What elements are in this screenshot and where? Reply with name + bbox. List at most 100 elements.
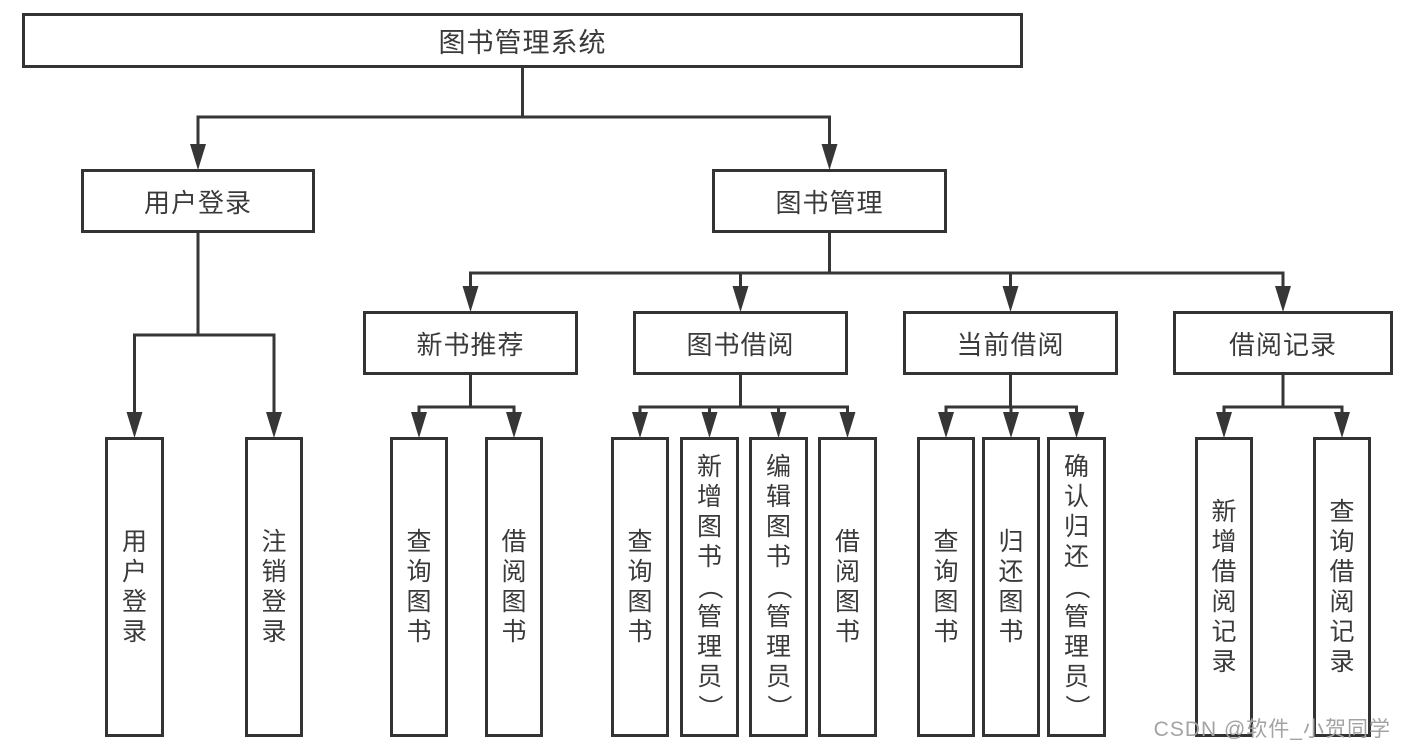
vertical-char: 归: [998, 528, 1024, 556]
node-label-leaf-query-books-current: 查询图书: [933, 440, 958, 734]
vertical-char: 确: [1063, 453, 1089, 481]
vertical-char: 书: [933, 618, 959, 646]
node-book-mgmt: 图书管理: [712, 169, 947, 233]
vertical-char: 理: [696, 633, 722, 661]
vertical-char: 管: [696, 603, 722, 631]
vertical-char: 管: [765, 603, 791, 631]
node-leaf-add-borrow-record: 新增借阅记录: [1195, 437, 1253, 737]
arrowhead: [1068, 412, 1085, 438]
node-current-borrow: 当前借阅: [903, 311, 1118, 375]
vertical-char: 阅: [834, 558, 860, 586]
arrowhead: [701, 412, 718, 438]
vertical-char: 户: [121, 558, 147, 586]
arrowhead: [1003, 412, 1019, 438]
node-leaf-edit-book-admin: 编辑图书（管理员）: [749, 437, 808, 737]
vertical-char: 登: [261, 588, 287, 616]
vertical-char: ）: [1062, 694, 1091, 720]
node-label-leaf-query-books-borrow: 查询图书: [627, 440, 652, 734]
node-label-current-borrow: 当前借阅: [956, 329, 1065, 360]
vertical-char: 记: [1329, 618, 1355, 646]
vertical-char: 注: [261, 528, 287, 556]
vertical-char: ）: [695, 694, 724, 720]
vertical-char: 借: [1329, 558, 1355, 586]
vertical-char: 还: [998, 558, 1024, 586]
node-label-leaf-add-borrow-record: 新增借阅记录: [1211, 440, 1236, 734]
vertical-char: 用: [121, 528, 147, 556]
node-new-book-rec: 新书推荐: [363, 311, 578, 375]
node-label-leaf-borrow-books: 借阅图书: [835, 440, 860, 734]
vertical-char: 图: [501, 588, 527, 616]
node-leaf-logout: 注销登录: [245, 437, 303, 737]
node-book-borrow: 图书借阅: [633, 311, 848, 375]
vertical-char: 书: [765, 543, 791, 571]
vertical-char: 书: [998, 618, 1024, 646]
arrowhead: [126, 412, 143, 438]
vertical-char: 询: [933, 558, 959, 586]
vertical-char: 图: [627, 588, 653, 616]
vertical-char: 书: [627, 618, 653, 646]
node-label-root: 图书管理系统: [438, 28, 607, 58]
node-label-borrow-records: 借阅记录: [1228, 329, 1337, 360]
arrowhead: [938, 412, 954, 438]
vertical-char: 查: [627, 528, 653, 556]
node-label-leaf-borrow-books-rec: 借阅图书: [501, 440, 526, 734]
vertical-char: 借: [501, 528, 527, 556]
node-label-leaf-logout: 注销登录: [261, 440, 286, 734]
node-label-book-mgmt: 图书管理: [775, 187, 884, 218]
vertical-char: 询: [627, 558, 653, 586]
node-leaf-borrow-books: 借阅图书: [818, 437, 877, 737]
vertical-char: 认: [1063, 483, 1089, 511]
arrowhead: [1334, 412, 1350, 438]
vertical-char: 图: [998, 588, 1024, 616]
vertical-char: 图: [406, 588, 432, 616]
vertical-char: 登: [121, 588, 147, 616]
vertical-char: 员: [696, 663, 722, 691]
vertical-char: ）: [764, 694, 793, 720]
node-root: 图书管理系统: [22, 13, 1023, 68]
vertical-char: 书: [501, 618, 527, 646]
vertical-char: 编: [765, 453, 791, 481]
arrowhead: [411, 412, 427, 438]
vertical-char: 查: [933, 528, 959, 556]
vertical-char: 增: [1211, 528, 1237, 556]
arrowhead: [266, 412, 282, 438]
vertical-char: 录: [1211, 648, 1237, 676]
vertical-char: 借: [1211, 558, 1237, 586]
vertical-char: 阅: [501, 558, 527, 586]
node-label-leaf-query-borrow-record: 查询借阅记录: [1329, 440, 1354, 734]
vertical-char: 记: [1211, 618, 1237, 646]
watermark: CSDN @软件_小贺同学: [1153, 718, 1391, 741]
node-label-user-login: 用户登录: [143, 187, 252, 218]
vertical-char: 管: [1063, 603, 1089, 631]
vertical-char: 图: [834, 588, 860, 616]
vertical-char: 书: [406, 618, 432, 646]
vertical-char: 录: [261, 618, 287, 646]
node-label-leaf-return-books: 归还图书: [998, 440, 1023, 734]
arrowhead: [462, 286, 479, 312]
vertical-char: 查: [406, 528, 432, 556]
vertical-char: 理: [765, 633, 791, 661]
vertical-char: 图: [933, 588, 959, 616]
node-label-leaf-query-books-rec: 查询图书: [406, 440, 431, 734]
arrowhead: [839, 412, 856, 438]
arrowhead: [821, 144, 838, 170]
vertical-char: 录: [1329, 648, 1355, 676]
arrowhead: [1275, 286, 1291, 312]
vertical-char: 理: [1063, 633, 1089, 661]
vertical-char: 图: [765, 513, 791, 541]
vertical-char: 销: [261, 558, 287, 586]
node-leaf-user-login: 用户登录: [105, 437, 164, 737]
node-leaf-query-books-current: 查询图书: [917, 437, 975, 737]
node-leaf-query-books-rec: 查询图书: [390, 437, 448, 737]
vertical-char: 书: [834, 618, 860, 646]
node-leaf-return-books: 归还图书: [982, 437, 1040, 737]
node-label-leaf-user-login: 用户登录: [122, 440, 147, 734]
vertical-char: （: [1062, 574, 1091, 600]
node-leaf-add-book-admin: 新增图书（管理员）: [680, 437, 739, 737]
vertical-char: 书: [696, 543, 722, 571]
vertical-char: 询: [406, 558, 432, 586]
node-leaf-query-books-borrow: 查询图书: [611, 437, 669, 737]
vertical-char: （: [764, 574, 793, 600]
